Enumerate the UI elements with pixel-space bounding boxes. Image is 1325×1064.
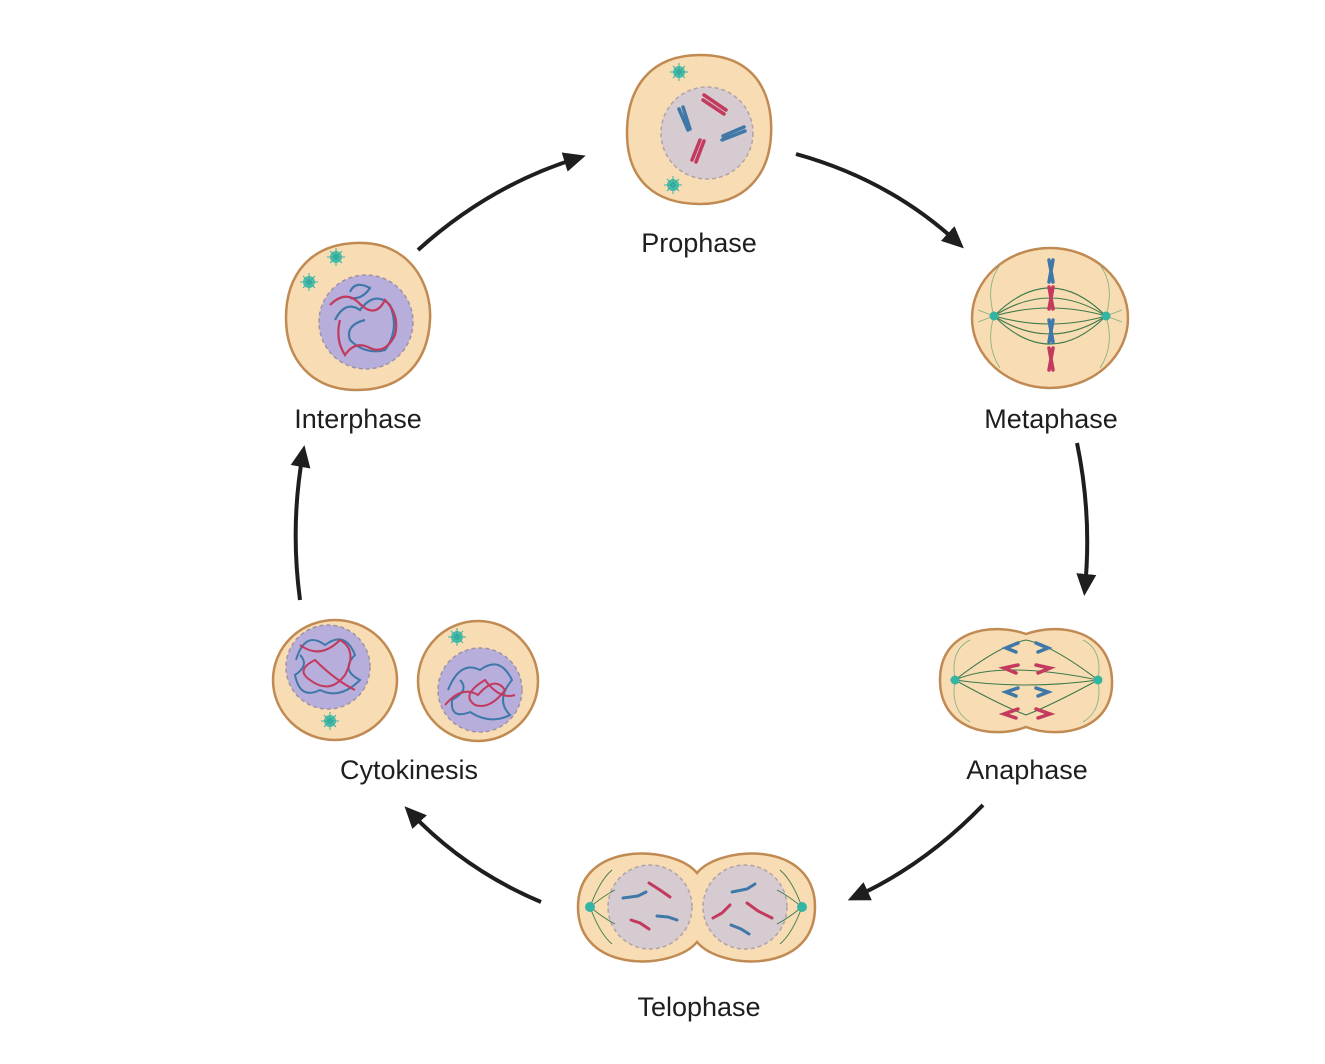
daughter-nucleus-left (607, 864, 693, 950)
anaphase-cell-membrane (938, 627, 1114, 734)
arrow-interphase-to-prophase (416, 152, 586, 252)
aligned-chromosomes (1047, 258, 1055, 372)
interphase-nucleus (318, 274, 414, 370)
chromatin (329, 283, 398, 357)
stage-telophase (576, 852, 817, 963)
arrow-prophase-to-metaphase (795, 152, 964, 249)
centrosome-icon (1093, 675, 1103, 685)
arrow-metaphase-to-anaphase (1075, 442, 1097, 596)
stage-interphase (284, 241, 432, 392)
centrosome-icon (664, 176, 682, 194)
centrosome-icon (1101, 311, 1111, 321)
metaphase-cell-membrane (970, 246, 1130, 390)
arrow-cytokinesis-to-interphase (290, 445, 311, 601)
daughter-cell-left (271, 618, 399, 742)
stage-anaphase (938, 627, 1114, 734)
chromosome-icon (677, 93, 747, 164)
cycle-arrows (290, 152, 1097, 904)
centrosome-icon (448, 628, 466, 646)
centrosome-icon (989, 311, 999, 321)
centrosome-icon (670, 63, 688, 81)
astral-microtubules (953, 639, 1100, 723)
chromatin (293, 638, 362, 695)
centrosome-icon (327, 248, 345, 266)
stage-label-telophase: Telophase (637, 992, 760, 1022)
stage-label-prophase: Prophase (641, 228, 757, 258)
stage-label-anaphase: Anaphase (966, 755, 1088, 785)
centrosome-icon (300, 273, 318, 291)
centrosome-icon (797, 902, 807, 912)
stage-metaphase (970, 246, 1130, 390)
centrosome-icon (950, 675, 960, 685)
stage-label-cytokinesis: Cytokinesis (340, 755, 478, 785)
centrosome-icon (585, 902, 595, 912)
centrosome-icon (321, 712, 339, 730)
decondensing-chromosomes (621, 881, 774, 936)
chromatin (444, 663, 516, 721)
stage-label-metaphase: Metaphase (984, 404, 1118, 434)
stage-cytokinesis (271, 618, 540, 743)
stage-prophase (625, 53, 773, 206)
arrow-telophase-to-cytokinesis (404, 806, 542, 904)
daughter-cell-right (416, 619, 540, 743)
stage-label-interphase: Interphase (294, 404, 422, 434)
arrow-anaphase-to-telophase (847, 803, 985, 901)
daughter-nucleus-right (702, 864, 788, 950)
separating-chromatids (998, 641, 1056, 720)
